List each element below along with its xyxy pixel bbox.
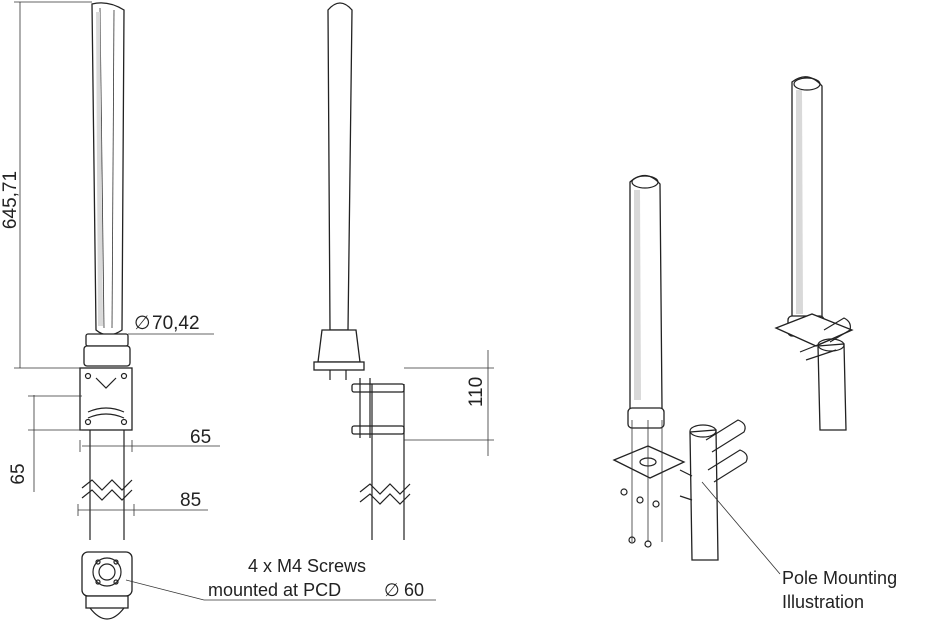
front-view: 645,71 ∅ 70,42 65 65 [0,1,220,620]
diameter-dimension-label: 70,42 [152,313,200,334]
screws-note-line1: 4 x M4 Screws [248,556,366,576]
height-65-dimension-label: 65 [8,463,29,484]
diameter-symbol: ∅ [134,313,151,334]
pcd-diameter-symbol: ∅ [384,580,400,600]
width-65-dimension-label: 65 [190,427,211,448]
screws-pcd-value: 60 [404,580,424,600]
width-85-dimension-label: 85 [180,490,201,511]
screws-note-line2: mounted at PCD [208,580,341,600]
assembled-isometric-view [774,76,854,431]
exploded-isometric-view [612,174,748,561]
pole-mounting-label-line1: Pole Mounting [782,568,897,588]
bracket-110-dimension-label: 110 [466,377,487,407]
side-view: 110 [313,2,494,540]
height-dimension-label: 645,71 [0,171,21,229]
pole-mounting-label-line2: Illustration [782,592,864,612]
